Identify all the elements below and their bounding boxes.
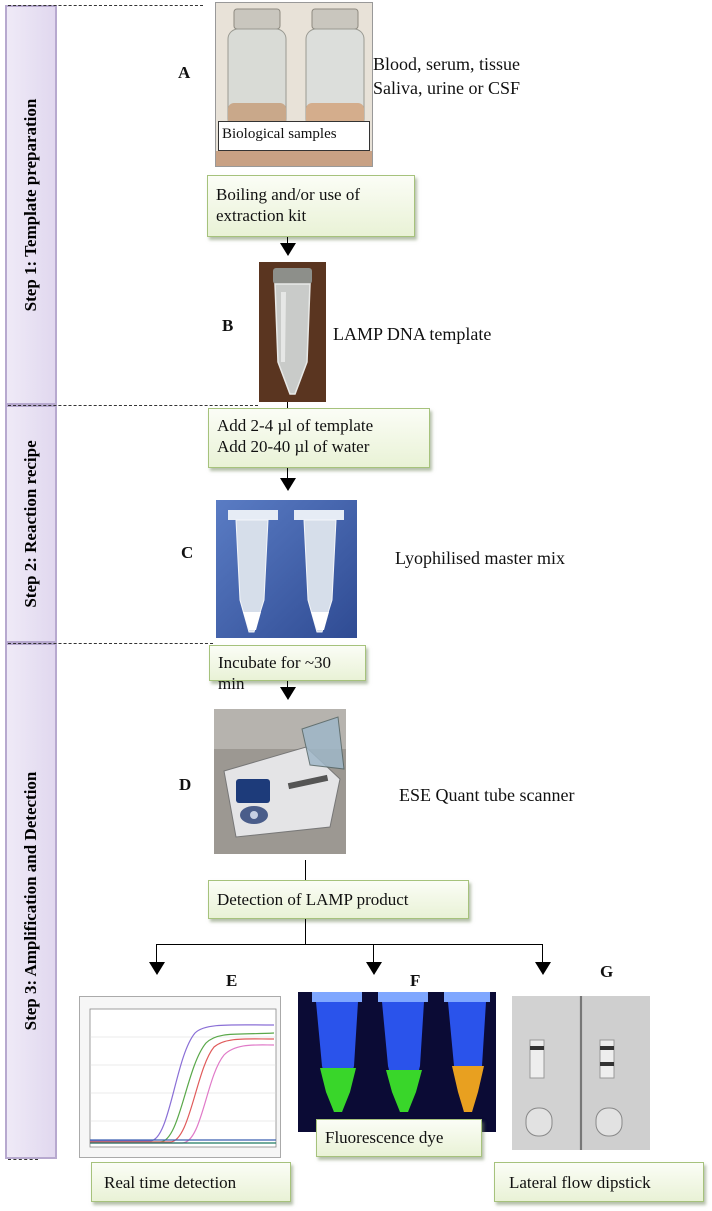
panel-e-letter: E (226, 971, 238, 990)
tube-scanner-photo (214, 709, 346, 854)
connector-branch-e (156, 944, 157, 962)
boiling-line2: extraction kit (216, 206, 307, 225)
panel-b-letter: B (222, 316, 234, 335)
separator-step2-step3 (8, 643, 213, 644)
fluorescence-dye-box: Fluorescence dye (316, 1119, 482, 1157)
arrow-down-icon (366, 962, 382, 975)
panel-d-caption: ESE Quant tube scanner (399, 785, 575, 805)
step-2-bar: Step 2: Reaction recipe (5, 405, 57, 643)
connector-d-to-detection (305, 860, 306, 880)
connector-boiling-to-b (287, 237, 288, 245)
panel-a-letter: A (178, 63, 191, 82)
biological-samples-photo: Biological samples (215, 2, 373, 167)
panel-f-letter: F (410, 971, 421, 990)
tube-illustration (259, 262, 326, 402)
panel-d-letter: D (179, 775, 192, 794)
panel-c-letter: C (181, 543, 194, 562)
step-2-label: Step 2: Reaction recipe (21, 440, 40, 608)
step-1-label: Step 1: Template preparation (21, 98, 40, 312)
biological-samples-label-box: Biological samples (218, 121, 370, 151)
add-template-water-box: Add 2-4 µl of template Add 20-40 µl of w… (208, 408, 430, 468)
dipstick-illustration (512, 996, 650, 1150)
master-mix-illustration (216, 500, 357, 638)
boiling-line1: Boiling and/or use of (216, 185, 361, 204)
real-time-detection-box: Real time detection (91, 1162, 291, 1202)
incubate-text: Incubate for ~30 min (218, 653, 332, 693)
lateral-flow-dipstick-box: Lateral flow dipstick (494, 1162, 704, 1202)
real-time-detection-graph (79, 996, 281, 1158)
connector-detection-down (305, 919, 306, 944)
separator-top (8, 5, 203, 6)
connector-branch-g (542, 944, 543, 962)
boiling-extraction-box: Boiling and/or use of extraction kit (207, 175, 415, 237)
step-3-label: Step 3: Amplification and Detection (21, 771, 40, 1031)
add-template-line: Add 2-4 µl of template (217, 416, 374, 435)
detection-text: Detection of LAMP product (217, 890, 409, 909)
dna-template-tube-photo (259, 262, 326, 402)
panel-f-caption: Fluorescence dye (325, 1128, 444, 1147)
incubate-box: Incubate for ~30 min (209, 645, 366, 693)
panel-a-caption-line2: Saliva, urine or CSF (373, 78, 520, 98)
panel-a-caption-line1: Blood, serum, tissue (373, 54, 520, 74)
panel-c-caption: Lyophilised master mix (395, 548, 565, 568)
connector-incubate-to-d (287, 681, 288, 687)
connector-branch-horizontal (156, 944, 542, 945)
arrow-down-icon (280, 478, 296, 491)
master-mix-tubes-photo (216, 500, 357, 638)
connector-add-to-c (287, 468, 288, 478)
arrow-down-icon (535, 962, 551, 975)
arrow-down-icon (149, 962, 165, 975)
arrow-down-icon (280, 243, 296, 256)
panel-g-caption: Lateral flow dipstick (509, 1173, 651, 1192)
panel-g-letter: G (600, 962, 614, 981)
amplification-curves (80, 997, 280, 1157)
detection-box: Detection of LAMP product (208, 880, 469, 919)
step-1-bar: Step 1: Template preparation (5, 5, 57, 405)
panel-b-caption: LAMP DNA template (333, 324, 492, 344)
fluorescence-tubes-illustration (298, 992, 496, 1132)
step-3-bar: Step 3: Amplification and Detection (5, 643, 57, 1159)
panel-e-caption: Real time detection (104, 1173, 237, 1192)
add-water-line: Add 20-40 µl of water (217, 437, 370, 456)
separator-step1-step2 (8, 405, 258, 406)
lateral-flow-dipstick-photo (512, 996, 650, 1150)
connector-branch-f (373, 944, 374, 962)
separator-bottom (8, 1159, 38, 1160)
biological-samples-label: Biological samples (222, 126, 337, 142)
fluorescence-dye-photo (298, 992, 496, 1132)
connector-b-to-add (287, 402, 288, 408)
arrow-down-icon (280, 687, 296, 700)
scanner-illustration (214, 709, 346, 854)
